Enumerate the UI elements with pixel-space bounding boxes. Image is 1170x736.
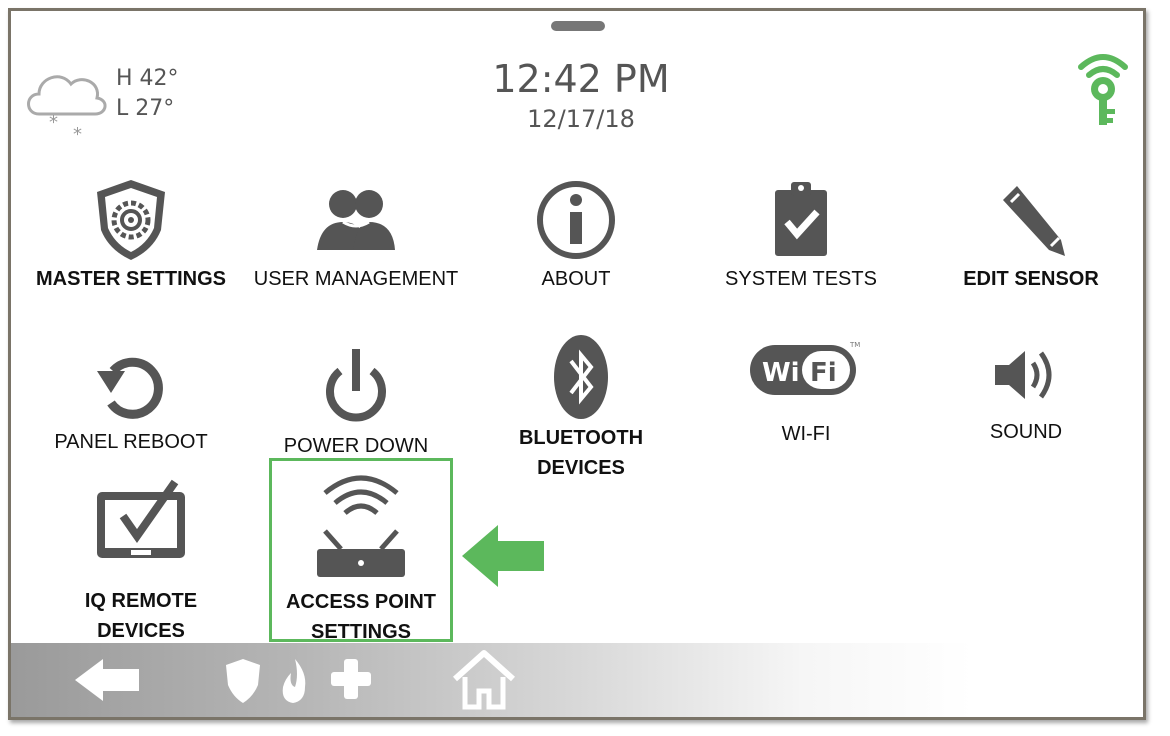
tile-about[interactable]: ABOUT [481, 176, 671, 294]
tile-label-line2: DEVICES [537, 457, 625, 479]
tile-label-line1: ACCESS POINT [285, 591, 437, 613]
wifi-key-icon[interactable] [1073, 49, 1133, 129]
speaker-icon [995, 351, 1052, 399]
home-icon[interactable] [451, 649, 517, 711]
tile-power-down[interactable]: POWER DOWN [266, 341, 446, 461]
tile-label: EDIT SENSOR [963, 268, 1099, 290]
power-icon [326, 349, 386, 422]
svg-text:Wi: Wi [762, 358, 800, 388]
tile-label-line2: DEVICES [97, 620, 185, 642]
tile-system-tests[interactable]: SYSTEM TESTS [701, 176, 901, 294]
tile-iq-remote-devices[interactable]: IQ REMOTE DEVICES [56, 478, 226, 646]
temp-low: L 27° [116, 96, 175, 121]
users-icon [317, 190, 395, 250]
tile-label: MASTER SETTINGS [35, 268, 226, 290]
tile-label-line1: BLUETOOTH [518, 427, 644, 449]
tile-access-point-settings[interactable]: ACCESS POINT SETTINGS [273, 469, 449, 647]
clipboard-check-icon [775, 182, 827, 256]
tile-label: SOUND [989, 421, 1063, 443]
tile-label-line1: IQ REMOTE [84, 590, 198, 612]
tile-label: PANEL REBOOT [54, 431, 208, 453]
tile-sound[interactable]: SOUND [956, 333, 1096, 447]
tile-label: WI-FI [781, 423, 831, 445]
tile-bluetooth-devices[interactable]: BLUETOOTH DEVICES [491, 331, 671, 483]
tile-label: ABOUT [541, 268, 611, 290]
tile-label: SYSTEM TESTS [725, 268, 877, 290]
cloud-snow-icon: * * [27, 75, 107, 145]
svg-text:*: * [49, 112, 58, 133]
tile-edit-sensor[interactable]: EDIT SENSOR [931, 176, 1131, 294]
info-icon [537, 181, 615, 259]
router-icon [317, 475, 405, 577]
tile-label: POWER DOWN [283, 435, 429, 457]
bottom-nav-bar [11, 643, 1143, 717]
pointer-arrow-icon [462, 525, 544, 587]
tile-user-management[interactable]: USER MANAGEMENT [251, 176, 461, 294]
panel-screen: * * H 42° L 27° 12:42 PM 12/17/18 MASTER… [8, 8, 1146, 720]
tile-wifi[interactable]: Wi Fi TM WI-FI [731, 333, 881, 449]
svg-text:TM: TM [849, 341, 860, 349]
highlight-box [269, 458, 453, 642]
pull-down-handle[interactable] [551, 21, 605, 31]
tile-panel-reboot[interactable]: PANEL REBOOT [36, 341, 226, 457]
time-display: 12:42 PM [492, 57, 670, 101]
plus-icon[interactable] [329, 657, 373, 701]
temp-high: H 42° [116, 66, 179, 91]
bluetooth-icon [554, 335, 608, 419]
reboot-icon [97, 357, 163, 419]
shield-icon[interactable] [223, 657, 263, 705]
tile-master-settings[interactable]: MASTER SETTINGS [31, 176, 231, 294]
wifi-logo-icon: Wi Fi TM [750, 341, 860, 395]
tile-label-line2: SETTINGS [310, 621, 411, 643]
shield-gear-icon [97, 180, 165, 260]
svg-text:Fi: Fi [810, 358, 837, 388]
svg-text:*: * [73, 124, 82, 145]
fire-icon[interactable] [277, 657, 313, 705]
date-display: 12/17/18 [527, 105, 635, 133]
tablet-check-icon [97, 479, 185, 558]
tile-label: USER MANAGEMENT [253, 268, 459, 290]
pencil-icon [1003, 186, 1065, 256]
back-arrow-icon[interactable] [73, 657, 143, 703]
weather-widget[interactable]: * * H 42° L 27° [21, 56, 181, 146]
